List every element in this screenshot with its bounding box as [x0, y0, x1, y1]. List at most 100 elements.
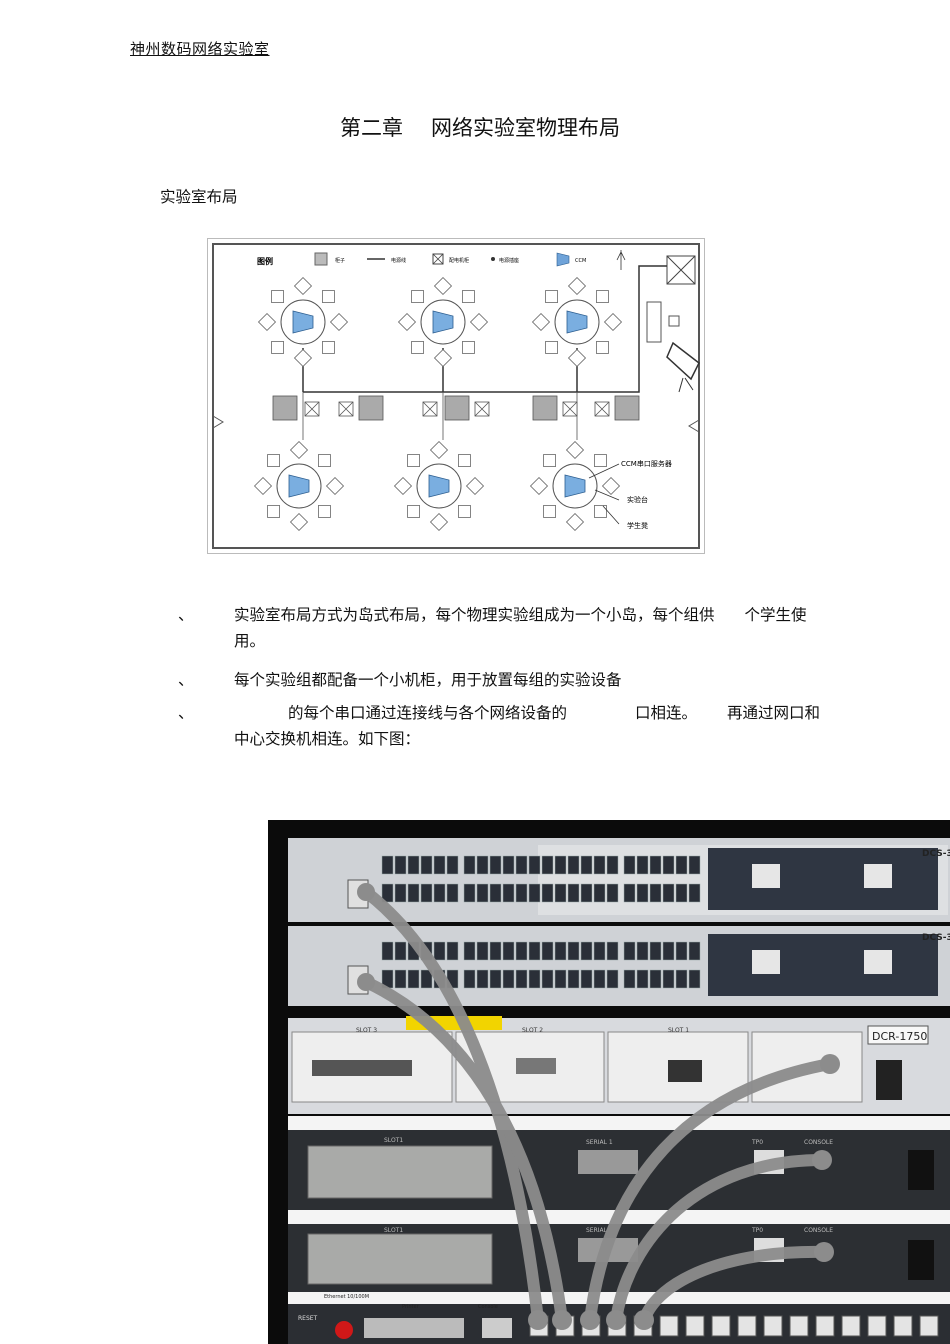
callout-ccm: CCM串口服务器: [621, 459, 672, 468]
rj45-port: [636, 855, 649, 875]
stool: [603, 312, 623, 332]
rj45-port: [580, 969, 593, 989]
north-arrow-icon: [616, 250, 626, 270]
rj45-port: [381, 941, 394, 961]
svg-text:Ethernet 10/100M: Ethernet 10/100M: [324, 1294, 369, 1300]
rj45-port: [554, 969, 567, 989]
ccm-icon: [564, 474, 586, 498]
ccm-icon: [566, 310, 588, 334]
router-unit-3: SLOT1 SERIAL TP0 CONSOLE: [288, 1210, 950, 1292]
stool: [596, 341, 609, 354]
rj45-port: [649, 969, 662, 989]
stool: [289, 440, 309, 460]
serial-port: [659, 1315, 679, 1337]
stool: [545, 341, 558, 354]
rj45-port: [489, 941, 502, 961]
stool: [257, 312, 277, 332]
svg-text:SLOT 2: SLOT 2: [522, 1027, 543, 1034]
rj45-port: [606, 883, 619, 903]
cabinet-legend-icon: [314, 252, 328, 266]
serial-port: [867, 1315, 887, 1337]
svg-text:DCS-39: DCS-39: [922, 849, 950, 859]
rj45-port: [649, 883, 662, 903]
rj45-port: [554, 883, 567, 903]
rj45-port: [528, 883, 541, 903]
lab-island: [529, 440, 621, 532]
rj45-port: [463, 969, 476, 989]
rj45-port: [463, 855, 476, 875]
lab-island: [393, 440, 485, 532]
svg-text:CONSOLE: CONSOLE: [804, 1227, 833, 1234]
rj45-port: [662, 969, 675, 989]
svg-text:SLOT1: SLOT1: [384, 1137, 403, 1144]
ccm-icon: [432, 310, 454, 334]
rj45-port: [515, 969, 528, 989]
lab-island: [397, 276, 489, 368]
reset-button-icon: [335, 1321, 353, 1339]
stool: [458, 505, 471, 518]
stool: [596, 290, 609, 303]
chapter-number: 第二章: [340, 116, 403, 140]
lab-tables: [253, 276, 623, 532]
stool: [429, 512, 449, 532]
rj45-port: [463, 883, 476, 903]
stool: [393, 476, 413, 496]
rj45-port: [489, 969, 502, 989]
stool: [565, 512, 585, 532]
rj45-port: [446, 855, 459, 875]
rj45-port: [394, 883, 407, 903]
switch-dcs-2: DCS-39: [288, 926, 950, 1006]
stool: [322, 290, 335, 303]
stool: [458, 454, 471, 467]
stool: [594, 505, 607, 518]
svg-text:配电机柜: 配电机柜: [449, 257, 469, 264]
section-title: 实验室布局: [160, 188, 238, 206]
rj45-port: [606, 941, 619, 961]
lab-floorplan-figure: 图例 柜子 电源线 配电机柜 电源插座 CCM CCM串口服务器 实验台 学生凳: [207, 238, 705, 554]
stool: [407, 454, 420, 467]
lab-island: [253, 440, 345, 532]
stool: [411, 341, 424, 354]
rj45-port: [636, 969, 649, 989]
rj45-port: [554, 855, 567, 875]
rj45-port: [541, 941, 554, 961]
svg-text:SERIAL: SERIAL: [586, 1227, 608, 1234]
chapter-title: 网络实验室物理布局: [431, 116, 620, 140]
rj45-port: [420, 883, 433, 903]
svg-text:DCR-1750: DCR-1750: [872, 1030, 927, 1043]
svg-text:Console: Console: [478, 1304, 498, 1310]
rj45-port: [541, 969, 554, 989]
serial-port: [685, 1315, 705, 1337]
serial-port: [919, 1315, 939, 1337]
rj45-port: [420, 969, 433, 989]
stool: [429, 440, 449, 460]
svg-text:TP0: TP0: [751, 1139, 763, 1146]
rj45-port: [623, 969, 636, 989]
rj45-port: [593, 969, 606, 989]
serial-port: [737, 1315, 757, 1337]
lab-island: [531, 276, 623, 368]
rj45-port: [420, 855, 433, 875]
stool: [407, 505, 420, 518]
rj45-port: [502, 855, 515, 875]
svg-text:电源插座: 电源插座: [499, 257, 519, 264]
stool: [531, 312, 551, 332]
stool: [397, 312, 417, 332]
rj45-port: [394, 969, 407, 989]
rj45-port: [688, 883, 701, 903]
stool: [271, 341, 284, 354]
rj45-port: [541, 883, 554, 903]
stool: [565, 440, 585, 460]
rj45-port: [476, 969, 489, 989]
rj45-port: [580, 941, 593, 961]
stool: [543, 454, 556, 467]
rj45-port: [593, 855, 606, 875]
rj45-port: [502, 941, 515, 961]
legend-title: 图例: [257, 256, 273, 266]
rj45-port: [433, 941, 446, 961]
svg-text:电源线: 电源线: [391, 257, 406, 264]
svg-text:CCM: CCM: [575, 258, 586, 264]
ccm-legend-icon: [556, 252, 570, 267]
rj45-port: [688, 941, 701, 961]
rj45-port: [580, 855, 593, 875]
